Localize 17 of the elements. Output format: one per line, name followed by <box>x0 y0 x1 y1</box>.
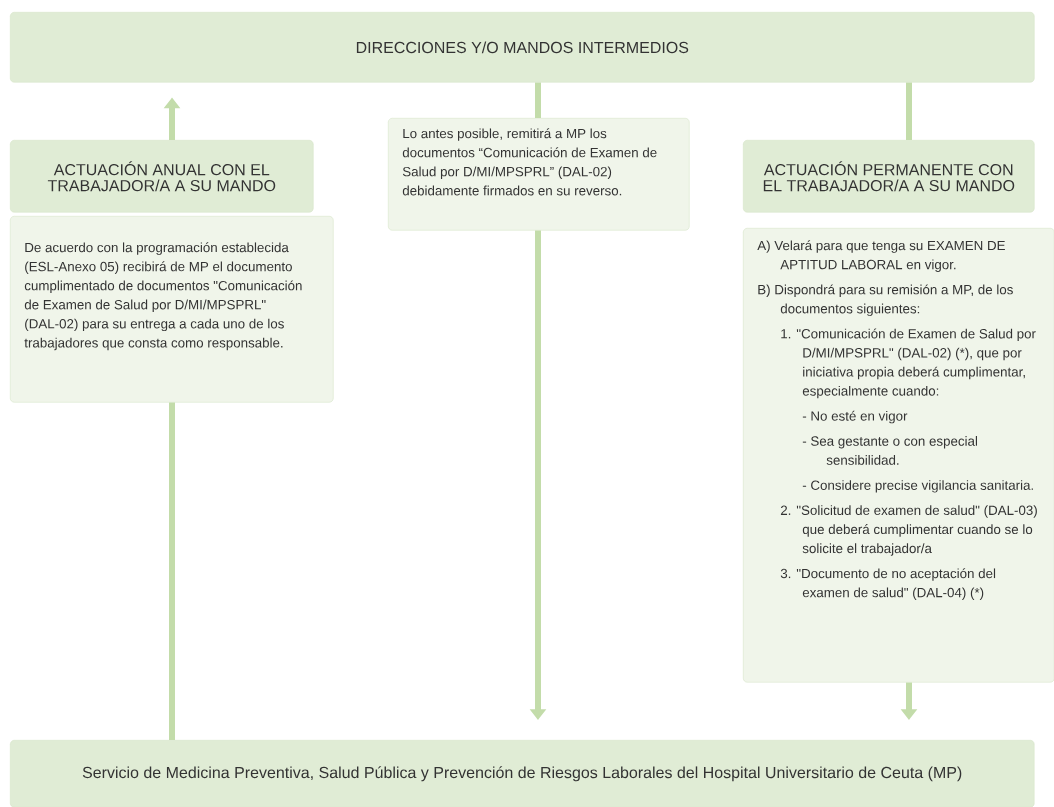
text-box <box>10 216 334 403</box>
text-box <box>388 118 690 231</box>
list-item: - No esté en vigor <box>802 410 908 424</box>
heading-box: DIRECCIONES Y/O MANDOS INTERMEDIOS <box>10 12 1035 83</box>
heading-box: Servicio de Medicina Preventiva, Salud Pública y Prevención de Riesgos Laborales del Hospital Universitario de Ceuta (MP) <box>10 740 1035 807</box>
heading-box: ACTUACIÓN PERMANENTE CON EL TRABAJADOR/A A SU MANDO <box>743 140 1035 213</box>
list-item: 2. "Solicitud de examen de salud" (DAL-03) que deberá cumplimentar cuando se lo solicite el trabajador/a <box>780 505 1037 556</box>
list-item: - Sea gestante o con especial sensibilidad. <box>802 436 977 465</box>
paragraph: De acuerdo con la programación establecida (ESL-Anexo 05) recibirá de MP el documento cumplimentado de documentos "Comunicación de Examen de Salud por D/MI/MPSPRL" (DAL-02) para su entrega a cada uno de los trabajadores que consta como responsable. <box>24 242 302 351</box>
list-item: 1. "Comunicación de Examen de Salud por D/MI/MPSPRL" (DAL-02) (*), que por iniciativa propia deberá cumplimentar, especialmente cuando: <box>781 328 1036 399</box>
list-item: A) Velará para que tenga su EXAMEN DE APTITUD LABORAL en vigor. <box>757 240 1005 272</box>
list-box <box>743 228 1054 683</box>
list-item: B) Dispondrá para su remisión a MP, de los documentos siguientes: <box>758 284 1013 317</box>
list-item: 3. "Documento de no aceptación del examen de salud" (DAL-04) (*) <box>780 568 996 600</box>
list-item: - Considere precise vigilancia sanitaria. <box>802 480 1033 493</box>
heading-box: ACTUACIÓN ANUAL CON EL TRABAJADOR/A A SU MANDO <box>10 140 314 213</box>
paragraph: Lo antes posible, remitirá a MP los documentos “Comunicación de Examen de Salud por D/MI/MPSPRL” (DAL-02) debidamente firmados en su reverso. <box>402 128 657 196</box>
